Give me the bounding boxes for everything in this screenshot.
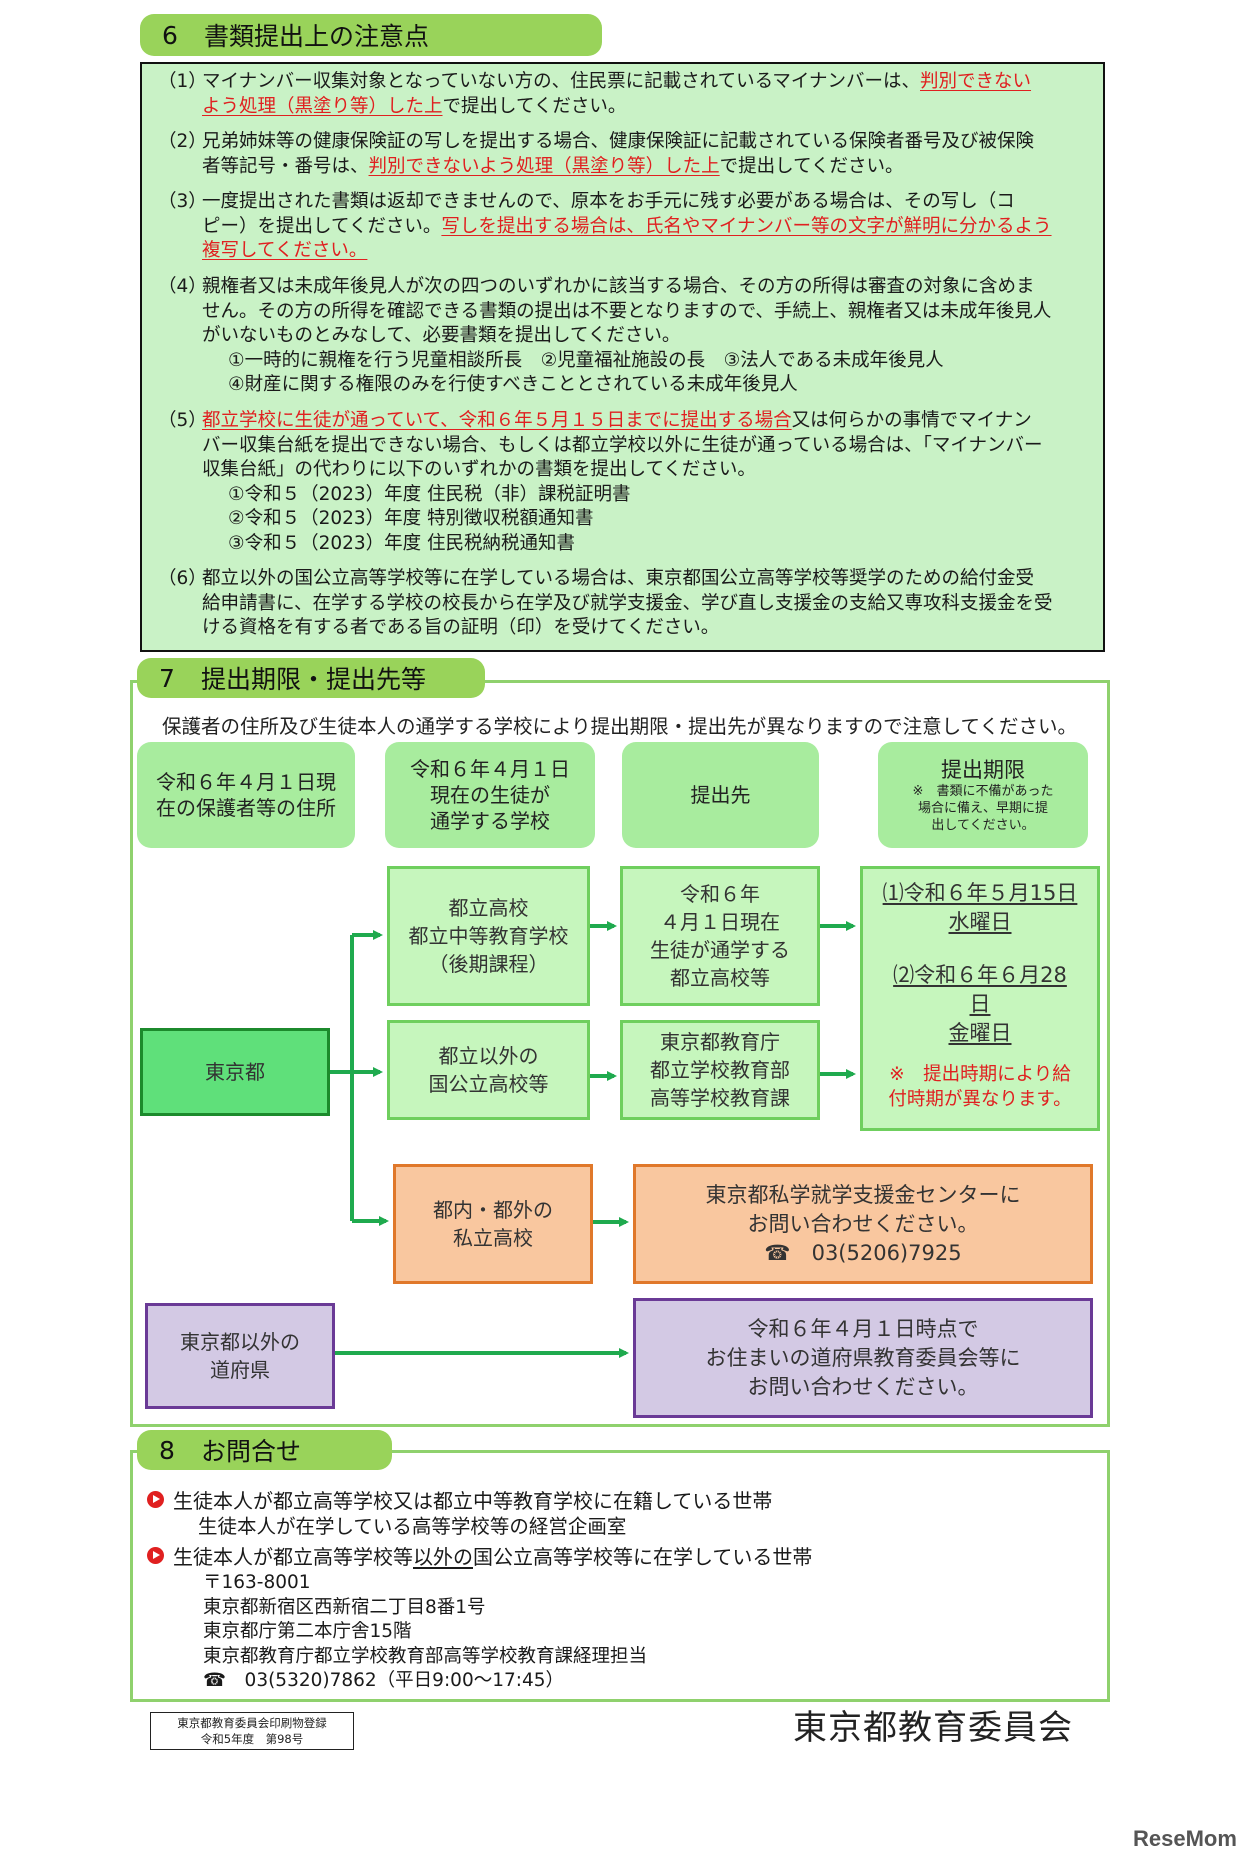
section-8-header: 8 お問合せ: [137, 1430, 392, 1470]
note-item-1: （1）マイナンバー収集対象となっていない方の、住民票に記載されているマイナンバー…: [158, 71, 1032, 117]
section-7-note: 保護者の住所及び生徒本人の通学する学校により提出期限・提出先が異なりますので注意…: [162, 715, 1077, 738]
section-title: 提出期限・提出先等: [201, 665, 427, 694]
header-destination: 提出先: [622, 742, 819, 848]
header-school: 令和６年４月１日 現在の生徒が 通学する学校: [385, 742, 595, 848]
private-destination-box: 東京都私学就学支援金センターに お問い合わせください。 ☎ 03(5206)79…: [633, 1164, 1093, 1284]
kokuritsu-school-box: 都立以外の 国公立高校等: [387, 1020, 590, 1120]
contact-item-1-office: 生徒本人が在学している高等学校等の経営企画室: [198, 1515, 627, 1538]
tokyo-box: 東京都: [140, 1028, 330, 1116]
section-number: 7: [159, 663, 175, 693]
phone-line: ☎ 03(5206)7925: [764, 1240, 962, 1265]
header-deadline: 提出期限 ※ 書類に不備があった 場合に備え、早期に提 出してください。: [878, 742, 1088, 848]
toritsu-destination-box: 令和６年 ４月１日現在 生徒が通学する 都立高校等: [620, 866, 820, 1006]
header-address: 令和６年４月１日現 在の保護者等の住所: [137, 742, 355, 848]
other-prefecture-box: 東京都以外の 道府県: [145, 1303, 335, 1409]
deadline-warning: ※ 提出時期により給 付時期が異なります。: [888, 1064, 1072, 1110]
notes-box: （1）マイナンバー収集対象となっていない方の、住民票に記載されているマイナンバー…: [140, 62, 1105, 652]
section-title: お問合せ: [201, 1437, 302, 1466]
private-school-box: 都内・都外の 私立高校: [393, 1164, 593, 1284]
deadline-box: ⑴令和６年５月15日 水曜日 ⑵令和６年６月28 日 金曜日 ※ 提出時期により…: [860, 866, 1100, 1131]
bullet-icon: [147, 1547, 164, 1564]
contact-item-1: 生徒本人が都立高等学校又は都立中等教育学校に在籍している世帯: [147, 1485, 772, 1514]
section-7-header: 7 提出期限・提出先等: [137, 658, 485, 698]
registration-box: 東京都教育委員会印刷物登録 令和5年度 第98号: [150, 1712, 354, 1750]
contact-phone: ☎ 03(5320)7862（平日9:00～17:45）: [203, 1670, 565, 1691]
deadline-section-frame: [130, 680, 1110, 1427]
bullet-icon: [147, 1491, 164, 1508]
deadline-date-1: ⑴令和６年５月15日: [882, 881, 1078, 905]
section-number: 6: [162, 20, 178, 50]
other-prefecture-destination-box: 令和６年４月１日時点で お住まいの道府県教育委員会等に お問い合わせください。: [633, 1298, 1093, 1418]
note-item-6: （6）都立以外の国公立高等学校等に在学している場合は、東京都国公立高等学校等奨学…: [158, 568, 1053, 638]
deadline-date-2: ⑵令和６年６月28: [893, 963, 1067, 987]
section-title: 書類提出上の注意点: [204, 22, 430, 51]
section-6-header: 6 書類提出上の注意点: [140, 14, 602, 56]
toritsu-school-box: 都立高校 都立中等教育学校 （後期課程）: [387, 866, 590, 1006]
note-item-5: （5）都立学校に生徒が通っていて、令和６年５月１５日までに提出する場合又は何らか…: [158, 410, 1043, 554]
contact-address: 〒163-8001 東京都新宿区西新宿二丁目8番1号 東京都庁第二本庁舎15階 …: [203, 1571, 647, 1694]
watermark-logo: ReseMom: [1133, 1826, 1237, 1851]
contact-section-frame: [130, 1450, 1110, 1702]
issuer-name: 東京都教育委員会: [793, 1708, 1073, 1748]
contact-item-2: 生徒本人が都立高等学校等以外の国公立高等学校等に在学している世帯: [147, 1541, 812, 1570]
note-item-4: （4）親権者又は未成年後見人が次の四つのいずれかに該当する場合、その方の所得は審…: [158, 276, 1052, 395]
section-number: 8: [159, 1435, 175, 1465]
note-item-3: （3）一度提出された書類は返却できませんので、原本をお手元に残す必要がある場合は…: [158, 191, 1052, 261]
kokuritsu-destination-box: 東京都教育庁 都立学校教育部 高等学校教育課: [620, 1020, 820, 1120]
note-item-2: （2）兄弟姉妹等の健康保険証の写しを提出する場合、健康保険証に記載されている保険…: [158, 131, 1034, 177]
